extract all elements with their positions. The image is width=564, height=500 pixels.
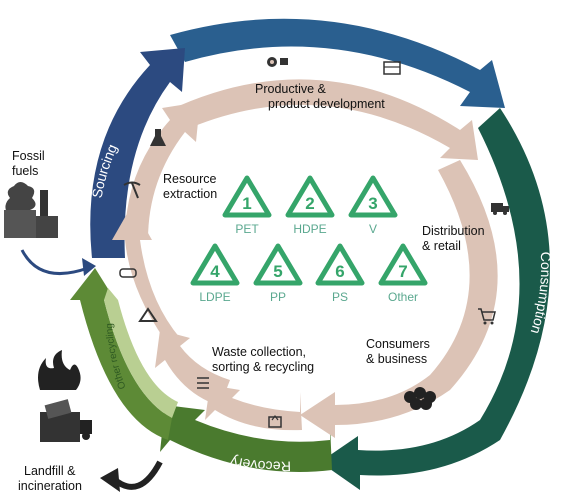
resin-code-3: 3V xyxy=(348,175,398,236)
fossil-fuels-label-line2: fuels xyxy=(12,164,38,178)
pickaxe-icon xyxy=(123,181,141,199)
bin-icon xyxy=(119,268,137,278)
resin-code-number: 6 xyxy=(335,262,344,281)
recycle-triangle-icon xyxy=(315,243,365,286)
resin-code-label: LDPE xyxy=(199,290,230,304)
biorecycling-segment xyxy=(70,268,172,440)
manufacturing-segment xyxy=(170,18,505,108)
resin-code-label: Other xyxy=(388,290,418,304)
resin-code-6: 6PS xyxy=(315,243,365,304)
package-icon xyxy=(383,61,401,75)
recycle-triangle-icon xyxy=(378,243,428,286)
recycle-triangle-icon xyxy=(222,175,272,218)
shopping-cart-icon xyxy=(478,308,496,325)
truck-icon xyxy=(491,203,509,215)
inner-arc-right xyxy=(300,160,498,438)
resin-code-label: HDPE xyxy=(293,222,326,236)
landfill-arrow xyxy=(113,460,163,490)
consumers-label-line2: & business xyxy=(366,352,427,366)
landfill-arrowhead xyxy=(100,468,120,492)
recycle-triangle-icon xyxy=(285,175,335,218)
resin-code-label: PET xyxy=(235,222,259,236)
outer-ring xyxy=(70,18,550,490)
sourcing-segment xyxy=(90,48,185,258)
recycle-icon xyxy=(138,307,158,322)
fossil-fuels-label-line1: Fossil xyxy=(12,149,45,163)
inner-ring xyxy=(112,79,498,438)
flask-icon xyxy=(150,129,166,146)
recycle-triangle-icon xyxy=(190,243,240,286)
manufacturing-label: Manufacturing xyxy=(251,0,345,19)
consumers-label-line1: Consumers xyxy=(366,337,430,351)
crowd-icon xyxy=(404,387,436,410)
waste-label-line1: Waste collection, xyxy=(212,345,306,359)
consumption-segment xyxy=(320,108,550,490)
resin-code-number: 7 xyxy=(398,262,407,281)
resin-code-number: 1 xyxy=(242,194,251,213)
landfill-label-line2: incineration xyxy=(18,479,82,493)
inner-arc-upper-left xyxy=(125,102,200,240)
factory-icon xyxy=(4,182,58,238)
distribution-label-line2: & retail xyxy=(422,239,461,253)
box-icon xyxy=(268,415,282,428)
recycle-triangle-icon xyxy=(348,175,398,218)
fossil-fuels-arrowhead xyxy=(82,258,96,276)
waste-label-line2: sorting & recycling xyxy=(212,360,314,374)
resin-code-number: 4 xyxy=(210,262,220,281)
inner-arc-bottom-left xyxy=(155,330,230,406)
recycle-triangle-icon xyxy=(253,243,303,286)
gear-icon xyxy=(267,57,288,67)
resin-code-number: 2 xyxy=(305,194,314,213)
resin-code-label: PS xyxy=(332,290,348,304)
inner-arc-top xyxy=(170,79,478,160)
fossil-fuels-arrow xyxy=(20,249,89,276)
landfill-label-line1: Landfill & xyxy=(24,464,76,478)
resin-code-label: V xyxy=(369,222,377,236)
recovery-label: Recovery xyxy=(229,453,291,474)
landfill-truck-icon xyxy=(40,399,92,442)
sorting-icon xyxy=(197,377,209,389)
productive-label-line2: product development xyxy=(268,97,385,111)
resin-code-label: PP xyxy=(270,290,286,304)
resource-label-line2: extraction xyxy=(163,187,217,201)
resin-code-number: 3 xyxy=(368,194,377,213)
distribution-label-line1: Distribution xyxy=(422,224,485,238)
recovery-segment xyxy=(160,405,332,472)
resin-code-5: 5PP xyxy=(253,243,303,304)
productive-label-line1: Productive & xyxy=(255,82,327,96)
fire-icon xyxy=(38,350,81,390)
resin-code-number: 5 xyxy=(273,262,282,281)
resource-label-line1: Resource xyxy=(163,172,217,186)
other-recycling-segment xyxy=(104,288,178,418)
